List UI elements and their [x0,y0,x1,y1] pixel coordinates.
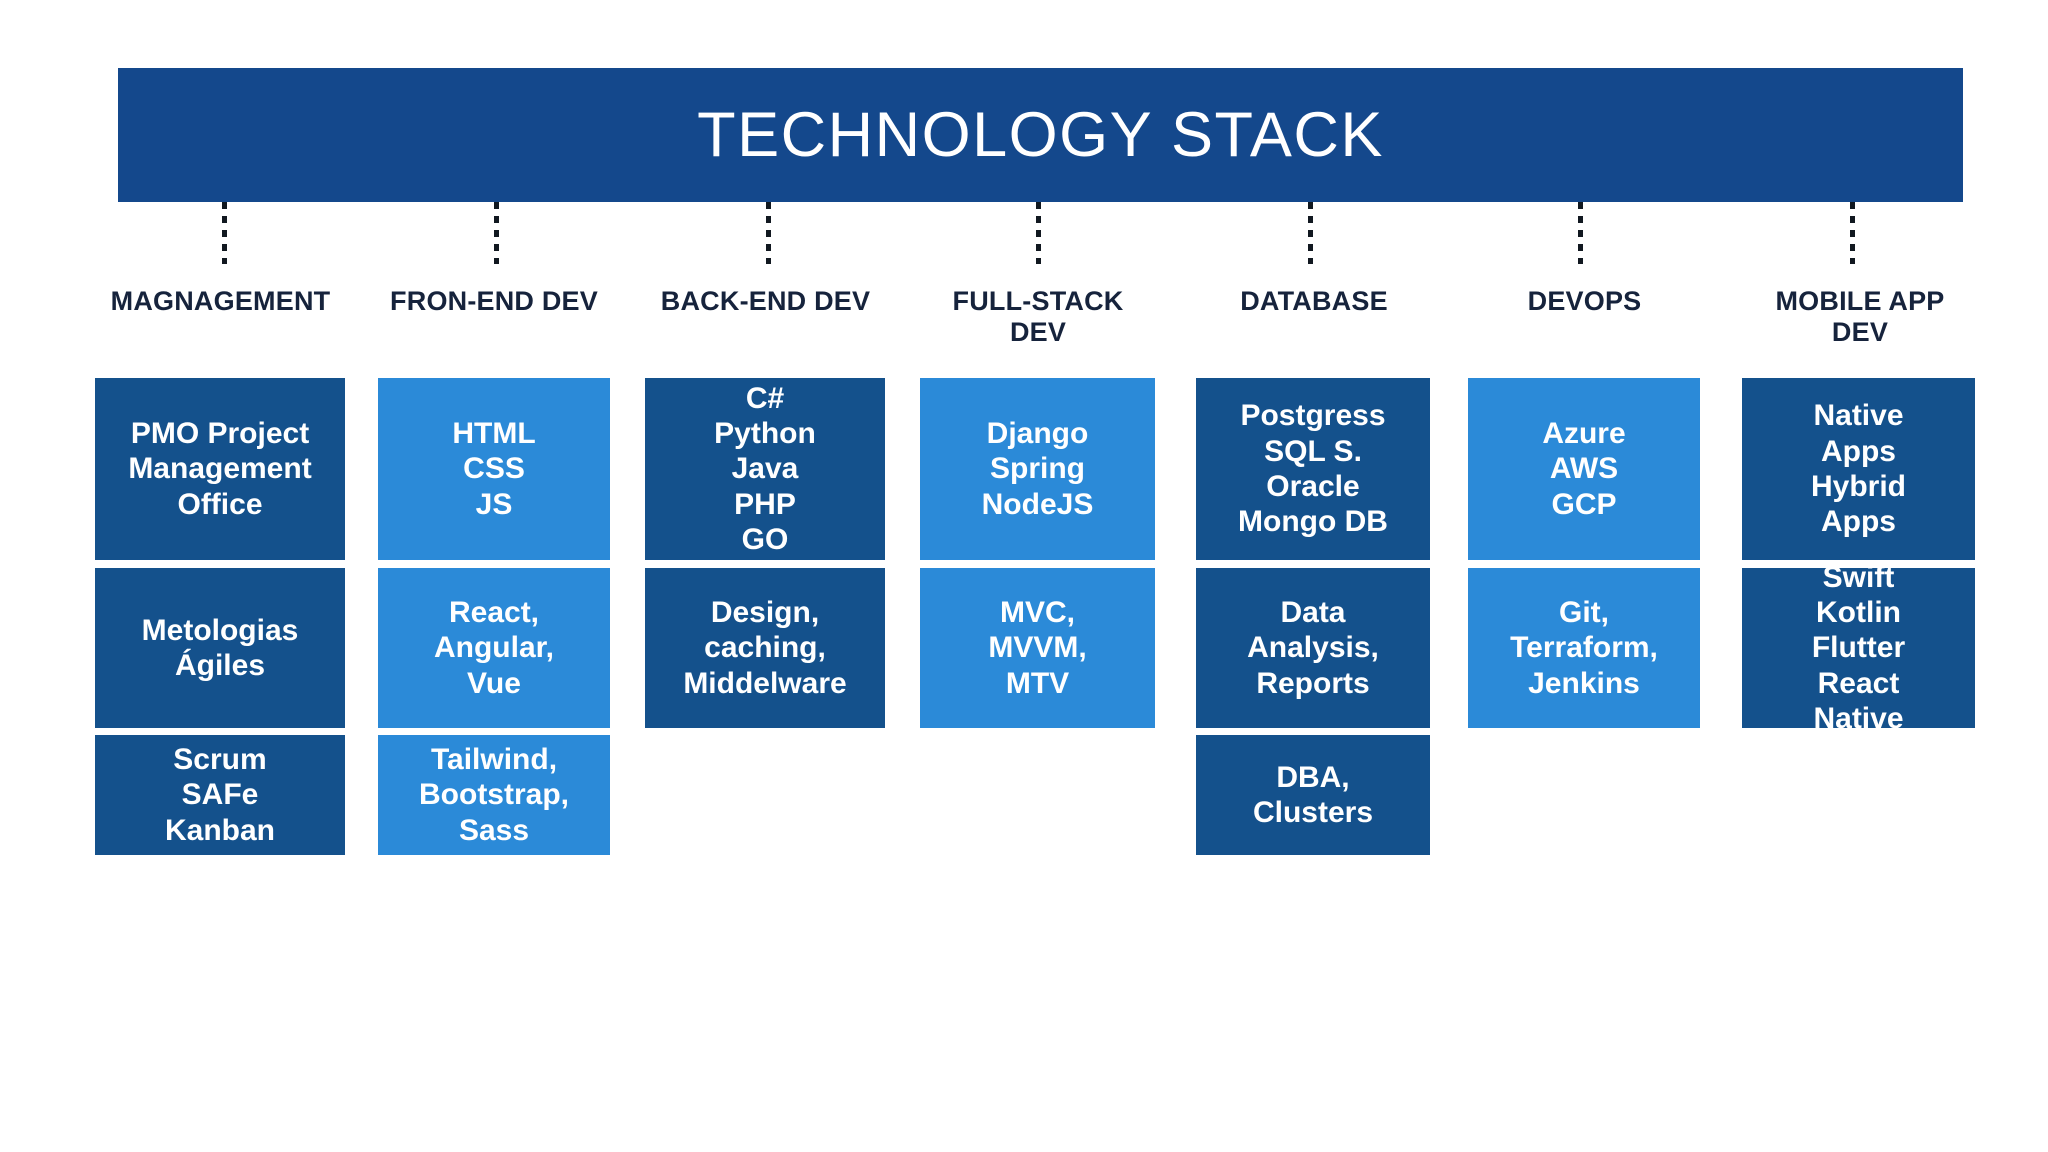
connector-line-3 [766,202,771,264]
tech-box[interactable]: Git, Terraform, Jenkins [1468,568,1700,728]
connector-line-2 [494,202,499,264]
tech-box[interactable]: Postgress SQL S. Oracle Mongo DB [1196,378,1430,560]
tech-box[interactable]: MVC, MVVM, MTV [920,568,1155,728]
tech-box[interactable]: DBA, Clusters [1196,735,1430,855]
tech-box[interactable]: Azure AWS GCP [1468,378,1700,560]
tech-box[interactable]: Data Analysis, Reports [1196,568,1430,728]
tech-box[interactable]: React, Angular, Vue [378,568,610,728]
tech-box[interactable]: Tailwind, Bootstrap, Sass [378,735,610,855]
connector-line-4 [1036,202,1041,264]
connector-line-1 [222,202,227,264]
connector-line-6 [1578,202,1583,264]
tech-box[interactable]: Design, caching, Middelware [645,568,885,728]
tech-box[interactable]: PMO Project Management Office [95,378,345,560]
connector-line-5 [1308,202,1313,264]
column-header: DEVOPS [1527,286,1642,316]
column-header: BACK-END DEV [660,286,871,316]
tech-box[interactable]: Scrum SAFe Kanban [95,735,345,855]
column-header: FULL-STACK DEV [952,286,1124,348]
title-banner: TECHNOLOGY STACK [118,68,1963,202]
tech-box[interactable]: Swift Kotlin Flutter React Native [1742,561,1975,735]
tech-box[interactable]: Native Apps Hybrid Apps [1742,378,1975,560]
connector-line-7 [1850,202,1855,264]
tech-box[interactable]: Django Spring NodeJS [920,378,1155,560]
page-title: TECHNOLOGY STACK [697,99,1384,170]
tech-box[interactable]: HTML CSS JS [378,378,610,560]
column-header: DATABASE [1240,286,1388,316]
tech-box[interactable]: Metologias Ágiles [95,568,345,728]
column-header: FRON-END DEV [390,286,598,316]
tech-box[interactable]: C# Python Java PHP GO [645,378,885,560]
column-header: MAGNAGEMENT [110,286,331,316]
column-header: MOBILE APP DEV [1775,286,1945,348]
